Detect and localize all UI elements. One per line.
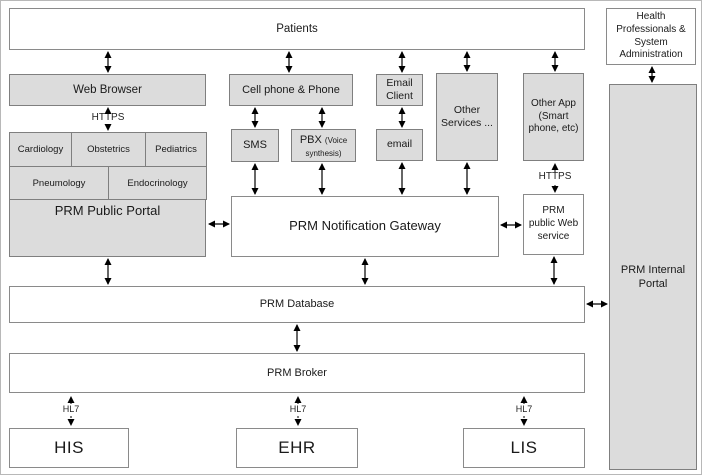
other-app-node: Other App (Smart phone, etc) [523,73,584,161]
email-client-node: Email Client [376,74,423,106]
lis-label: LIS [510,438,538,458]
web-browser-label: Web Browser [73,83,142,96]
specialty-obstetrics: Obstetrics [71,132,146,167]
other-services-label: Other Services ... [441,103,493,129]
prm-notification-gateway-label: PRM Notification Gateway [289,218,441,234]
specialty-endocrinology-label: Endocrinology [127,177,188,189]
specialty-cardiology-label: Cardiology [17,144,64,155]
health-professionals-label: Health Professionals & System Administra… [616,10,686,61]
other-services-node: Other Services ... [436,73,498,161]
pbx-node: PBX (Voice synthesis) [291,129,356,162]
web-browser-node: Web Browser [9,74,206,106]
his-node: HIS [9,428,129,468]
specialty-pneumology-label: Pneumology [32,177,86,189]
email-client-label: Email Client [386,76,413,102]
specialty-pneumology: Pneumology [9,166,109,200]
prm-broker-label: PRM Broker [267,366,327,379]
ehr-node: EHR [236,428,358,468]
https-label-web-browser: HTTPS [91,112,125,123]
specialty-pediatrics-label: Pediatrics [155,144,197,155]
prm-database-label: PRM Database [259,298,335,311]
sms-label: SMS [243,139,267,152]
pbx-label: PBX [299,134,322,146]
other-app-label: Other App (Smart phone, etc) [528,97,579,135]
prm-database-node: PRM Database [9,286,585,323]
sms-node: SMS [231,129,279,162]
specialty-cardiology: Cardiology [9,132,72,167]
patients-node: Patients [9,8,585,50]
prm-public-web-service-node: PRM public Web service [523,194,584,255]
health-professionals-node: Health Professionals & System Administra… [606,8,696,65]
prm-internal-portal-node: PRM Internal Portal [609,84,697,470]
patients-label: Patients [276,22,318,35]
email-node: email [376,129,423,161]
pbx-sublabel: (Voice synthesis) [305,136,348,158]
specialty-obstetrics-label: Obstetrics [87,144,130,155]
email-label: email [386,138,413,151]
prm-broker-node: PRM Broker [9,353,585,393]
cell-phone-label: Cell phone & Phone [242,83,340,96]
https-label-other-app: HTTPS [538,171,572,182]
ehr-label: EHR [278,438,316,458]
prm-public-portal-label: PRM Public Portal [54,203,161,218]
prm-notification-gateway-node: PRM Notification Gateway [231,196,499,257]
hl7-label-lis: HL7 [515,404,533,414]
specialty-endocrinology: Endocrinology [108,166,207,200]
prm-internal-portal-label: PRM Internal Portal [620,263,686,290]
prm-public-portal-node: Cardiology Obstetrics Pediatrics Pneumol… [9,132,207,257]
cell-phone-node: Cell phone & Phone [229,74,353,106]
prm-public-web-service-label: PRM public Web service [528,205,579,242]
hl7-label-ehr: HL7 [289,404,307,414]
hl7-label-his: HL7 [62,404,80,414]
lis-node: LIS [463,428,585,468]
specialty-pediatrics: Pediatrics [145,132,207,167]
his-label: HIS [54,438,84,458]
